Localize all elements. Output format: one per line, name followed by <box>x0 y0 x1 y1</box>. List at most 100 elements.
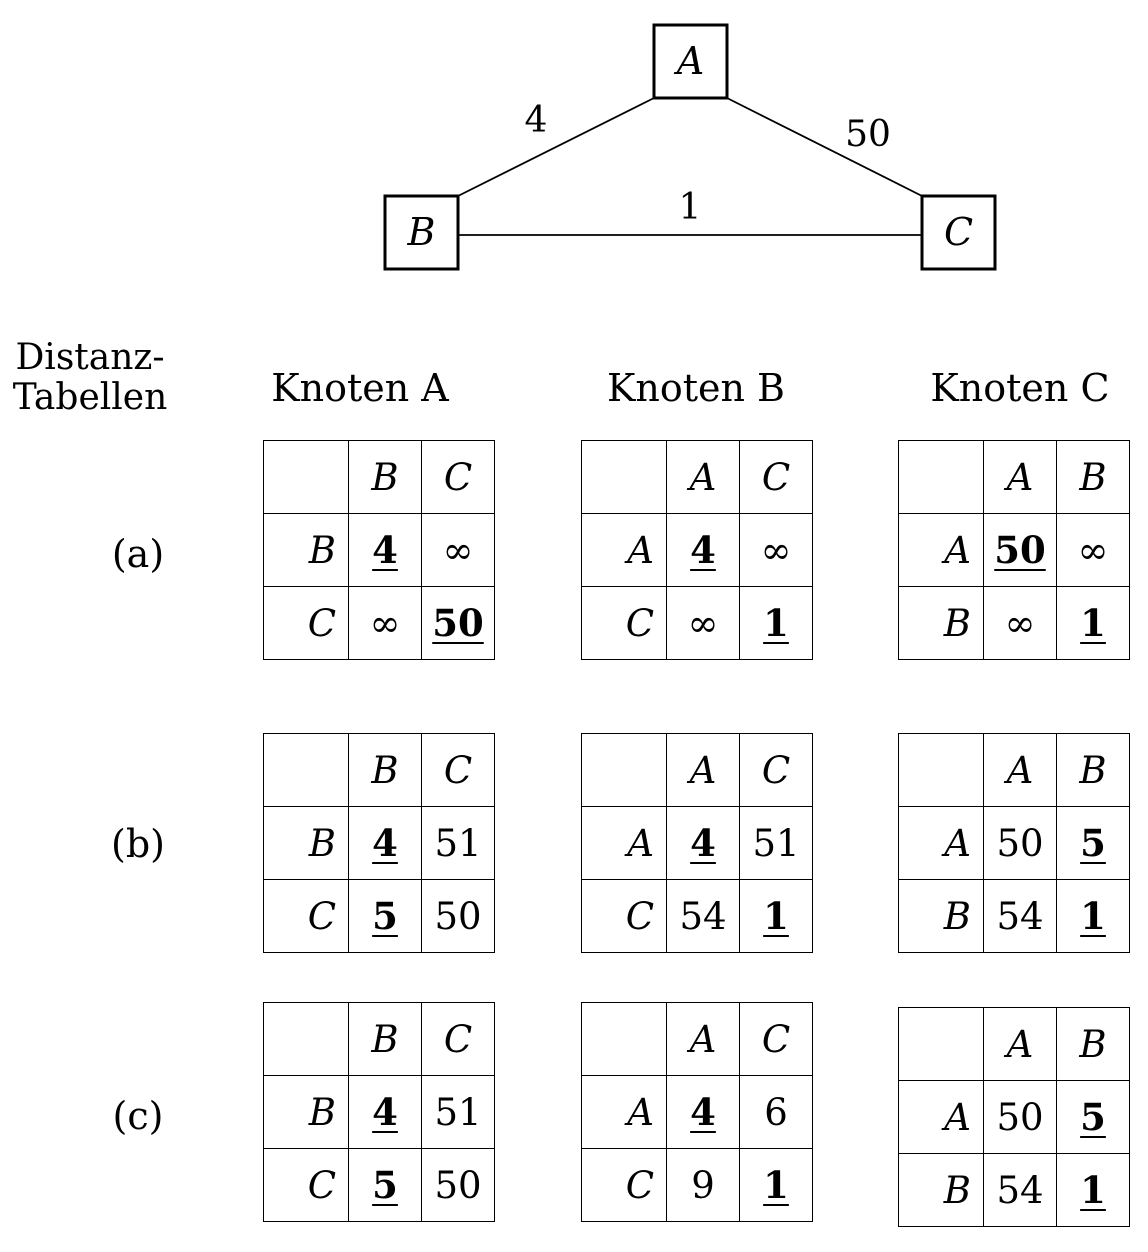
table-row: C∞1 <box>581 586 813 660</box>
row-label-b: (b) <box>111 822 165 866</box>
min-distance-cell: 4 <box>666 806 740 880</box>
column-header-cell: C <box>421 440 495 514</box>
row-header-cell: B <box>898 879 984 953</box>
distance-cell: ∞ <box>739 513 813 587</box>
min-distance-cell: 50 <box>983 513 1057 587</box>
min-distance-cell: 5 <box>348 879 422 953</box>
row-header-cell: B <box>898 1153 984 1227</box>
distance-cell: 51 <box>421 806 495 880</box>
table-corner-cell <box>898 1007 984 1081</box>
table-corner-cell <box>263 440 349 514</box>
edge-a-c <box>726 97 923 197</box>
distance-cell: 51 <box>421 1075 495 1149</box>
min-distance-cell: 1 <box>1056 1153 1130 1227</box>
min-distance-cell: 1 <box>739 879 813 953</box>
row-header-cell: C <box>263 879 349 953</box>
table-row: B∞1 <box>898 586 1130 660</box>
column-header-cell: B <box>1056 440 1130 514</box>
distance-cell: ∞ <box>666 586 740 660</box>
min-distance-cell: 5 <box>348 1148 422 1222</box>
min-distance-cell: 4 <box>348 806 422 880</box>
node-c-label: C <box>944 210 973 254</box>
row-header-cell: A <box>898 1080 984 1154</box>
column-header-cell: B <box>1056 1007 1130 1081</box>
distance-cell: ∞ <box>1056 513 1130 587</box>
row-header-cell: B <box>263 513 349 587</box>
distance-cell: 50 <box>983 1080 1057 1154</box>
row-header-cell: B <box>898 586 984 660</box>
column-header-cell: C <box>739 440 813 514</box>
column-header-cell: A <box>983 1007 1057 1081</box>
distance-cell: 54 <box>983 879 1057 953</box>
row-header-cell: A <box>581 1075 667 1149</box>
network-graph: 4 50 1 A B C <box>383 23 997 271</box>
node-a-label: A <box>674 39 704 83</box>
distance-cell: ∞ <box>348 586 422 660</box>
row-header-cell: B <box>263 1075 349 1149</box>
table-corner-cell <box>581 1002 667 1076</box>
distance-tables-label-line2: Tabellen <box>12 377 168 418</box>
min-distance-cell: 4 <box>666 1075 740 1149</box>
node-b-label: B <box>407 210 436 254</box>
distance-cell: 9 <box>666 1148 740 1222</box>
min-distance-cell: 50 <box>421 586 495 660</box>
row-header-cell: B <box>263 806 349 880</box>
column-header-cell: A <box>666 440 740 514</box>
distance-cell: ∞ <box>421 513 495 587</box>
node-a <box>652 23 729 100</box>
distance-cell: 51 <box>739 806 813 880</box>
table-corner-cell <box>263 733 349 807</box>
row-header-cell: C <box>581 879 667 953</box>
column-header-cell: C <box>421 1002 495 1076</box>
column-header-cell: A <box>983 733 1057 807</box>
row-header-cell: A <box>898 806 984 880</box>
table-corner-cell <box>581 440 667 514</box>
edge-weight-a-c: 50 <box>845 114 891 155</box>
row-header-cell: C <box>581 586 667 660</box>
column-header-cell: A <box>983 440 1057 514</box>
row-label-c: (c) <box>112 1094 164 1138</box>
column-header-cell: A <box>666 733 740 807</box>
row-header-cell: C <box>263 1148 349 1222</box>
column-header-cell: C <box>739 733 813 807</box>
min-distance-cell: 1 <box>739 586 813 660</box>
node-b <box>383 194 460 271</box>
min-distance-cell: 5 <box>1056 1080 1130 1154</box>
min-distance-cell: 4 <box>348 1075 422 1149</box>
row-header-cell: A <box>581 513 667 587</box>
table-corner-cell <box>263 1002 349 1076</box>
distance-tables-label: Distanz- Tabellen <box>10 338 170 418</box>
min-distance-cell: 4 <box>666 513 740 587</box>
column-header-cell: A <box>666 1002 740 1076</box>
min-distance-cell: 5 <box>1056 806 1130 880</box>
row-header-cell: A <box>898 513 984 587</box>
column-header-cell: B <box>1056 733 1130 807</box>
distance-cell: 6 <box>739 1075 813 1149</box>
distance-cell: ∞ <box>983 586 1057 660</box>
column-header-cell: B <box>348 440 422 514</box>
